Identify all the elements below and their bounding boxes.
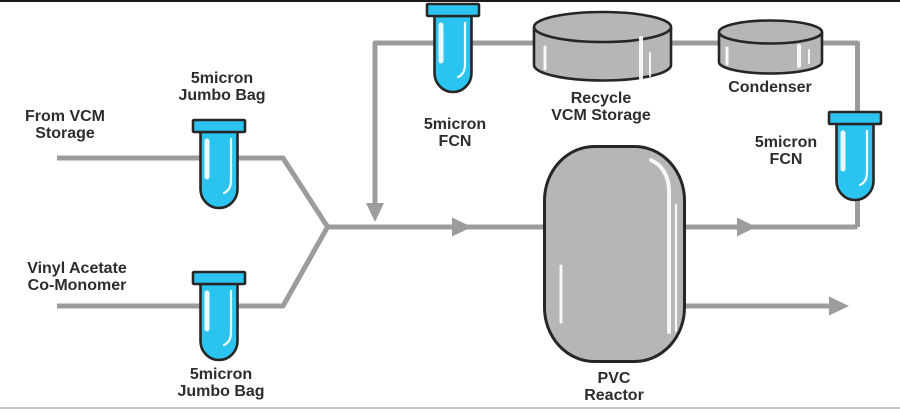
arrow-right-vent	[737, 217, 756, 237]
label-vcm-feed: From VCM Storage	[25, 108, 105, 142]
arrow-right-outlet	[829, 296, 849, 316]
label-vinyl-acetate-feed: Vinyl Acetate Co-Monomer	[27, 260, 127, 294]
fcn-filter-recycle	[427, 4, 479, 92]
label-recycle-vcm-storage: Recycle VCM Storage	[551, 90, 651, 124]
jumbo-bag-filter-bottom	[193, 272, 245, 360]
arrow-right-main	[452, 217, 472, 237]
label-jumbo-bag-top: 5micron Jumbo Bag	[178, 70, 266, 104]
condenser-drum	[717, 19, 824, 75]
top-border-line	[0, 0, 900, 2]
arrow-down-recycle	[366, 203, 384, 222]
jumbo-bag-filter-top	[193, 120, 245, 208]
label-condenser: Condenser	[728, 79, 812, 96]
pvc-reactor-vessel	[543, 145, 686, 363]
pipe-vcm-feed	[57, 155, 330, 228]
pipe-vinyl-feed	[57, 226, 330, 309]
flow-arrows	[366, 203, 849, 316]
label-jumbo-bag-bottom: 5micron Jumbo Bag	[177, 366, 265, 400]
fcn-filter-vent	[829, 112, 881, 200]
label-pvc-reactor: PVC Reactor	[584, 370, 644, 404]
label-fcn-vent: 5micron FCN	[754, 134, 818, 168]
label-fcn-recycle: 5micron FCN	[423, 116, 487, 150]
recycle-vcm-storage-tank	[532, 10, 673, 82]
pipe-recycle-return	[372, 40, 540, 205]
pipe-network	[57, 40, 860, 309]
bottom-border-line	[0, 407, 900, 409]
